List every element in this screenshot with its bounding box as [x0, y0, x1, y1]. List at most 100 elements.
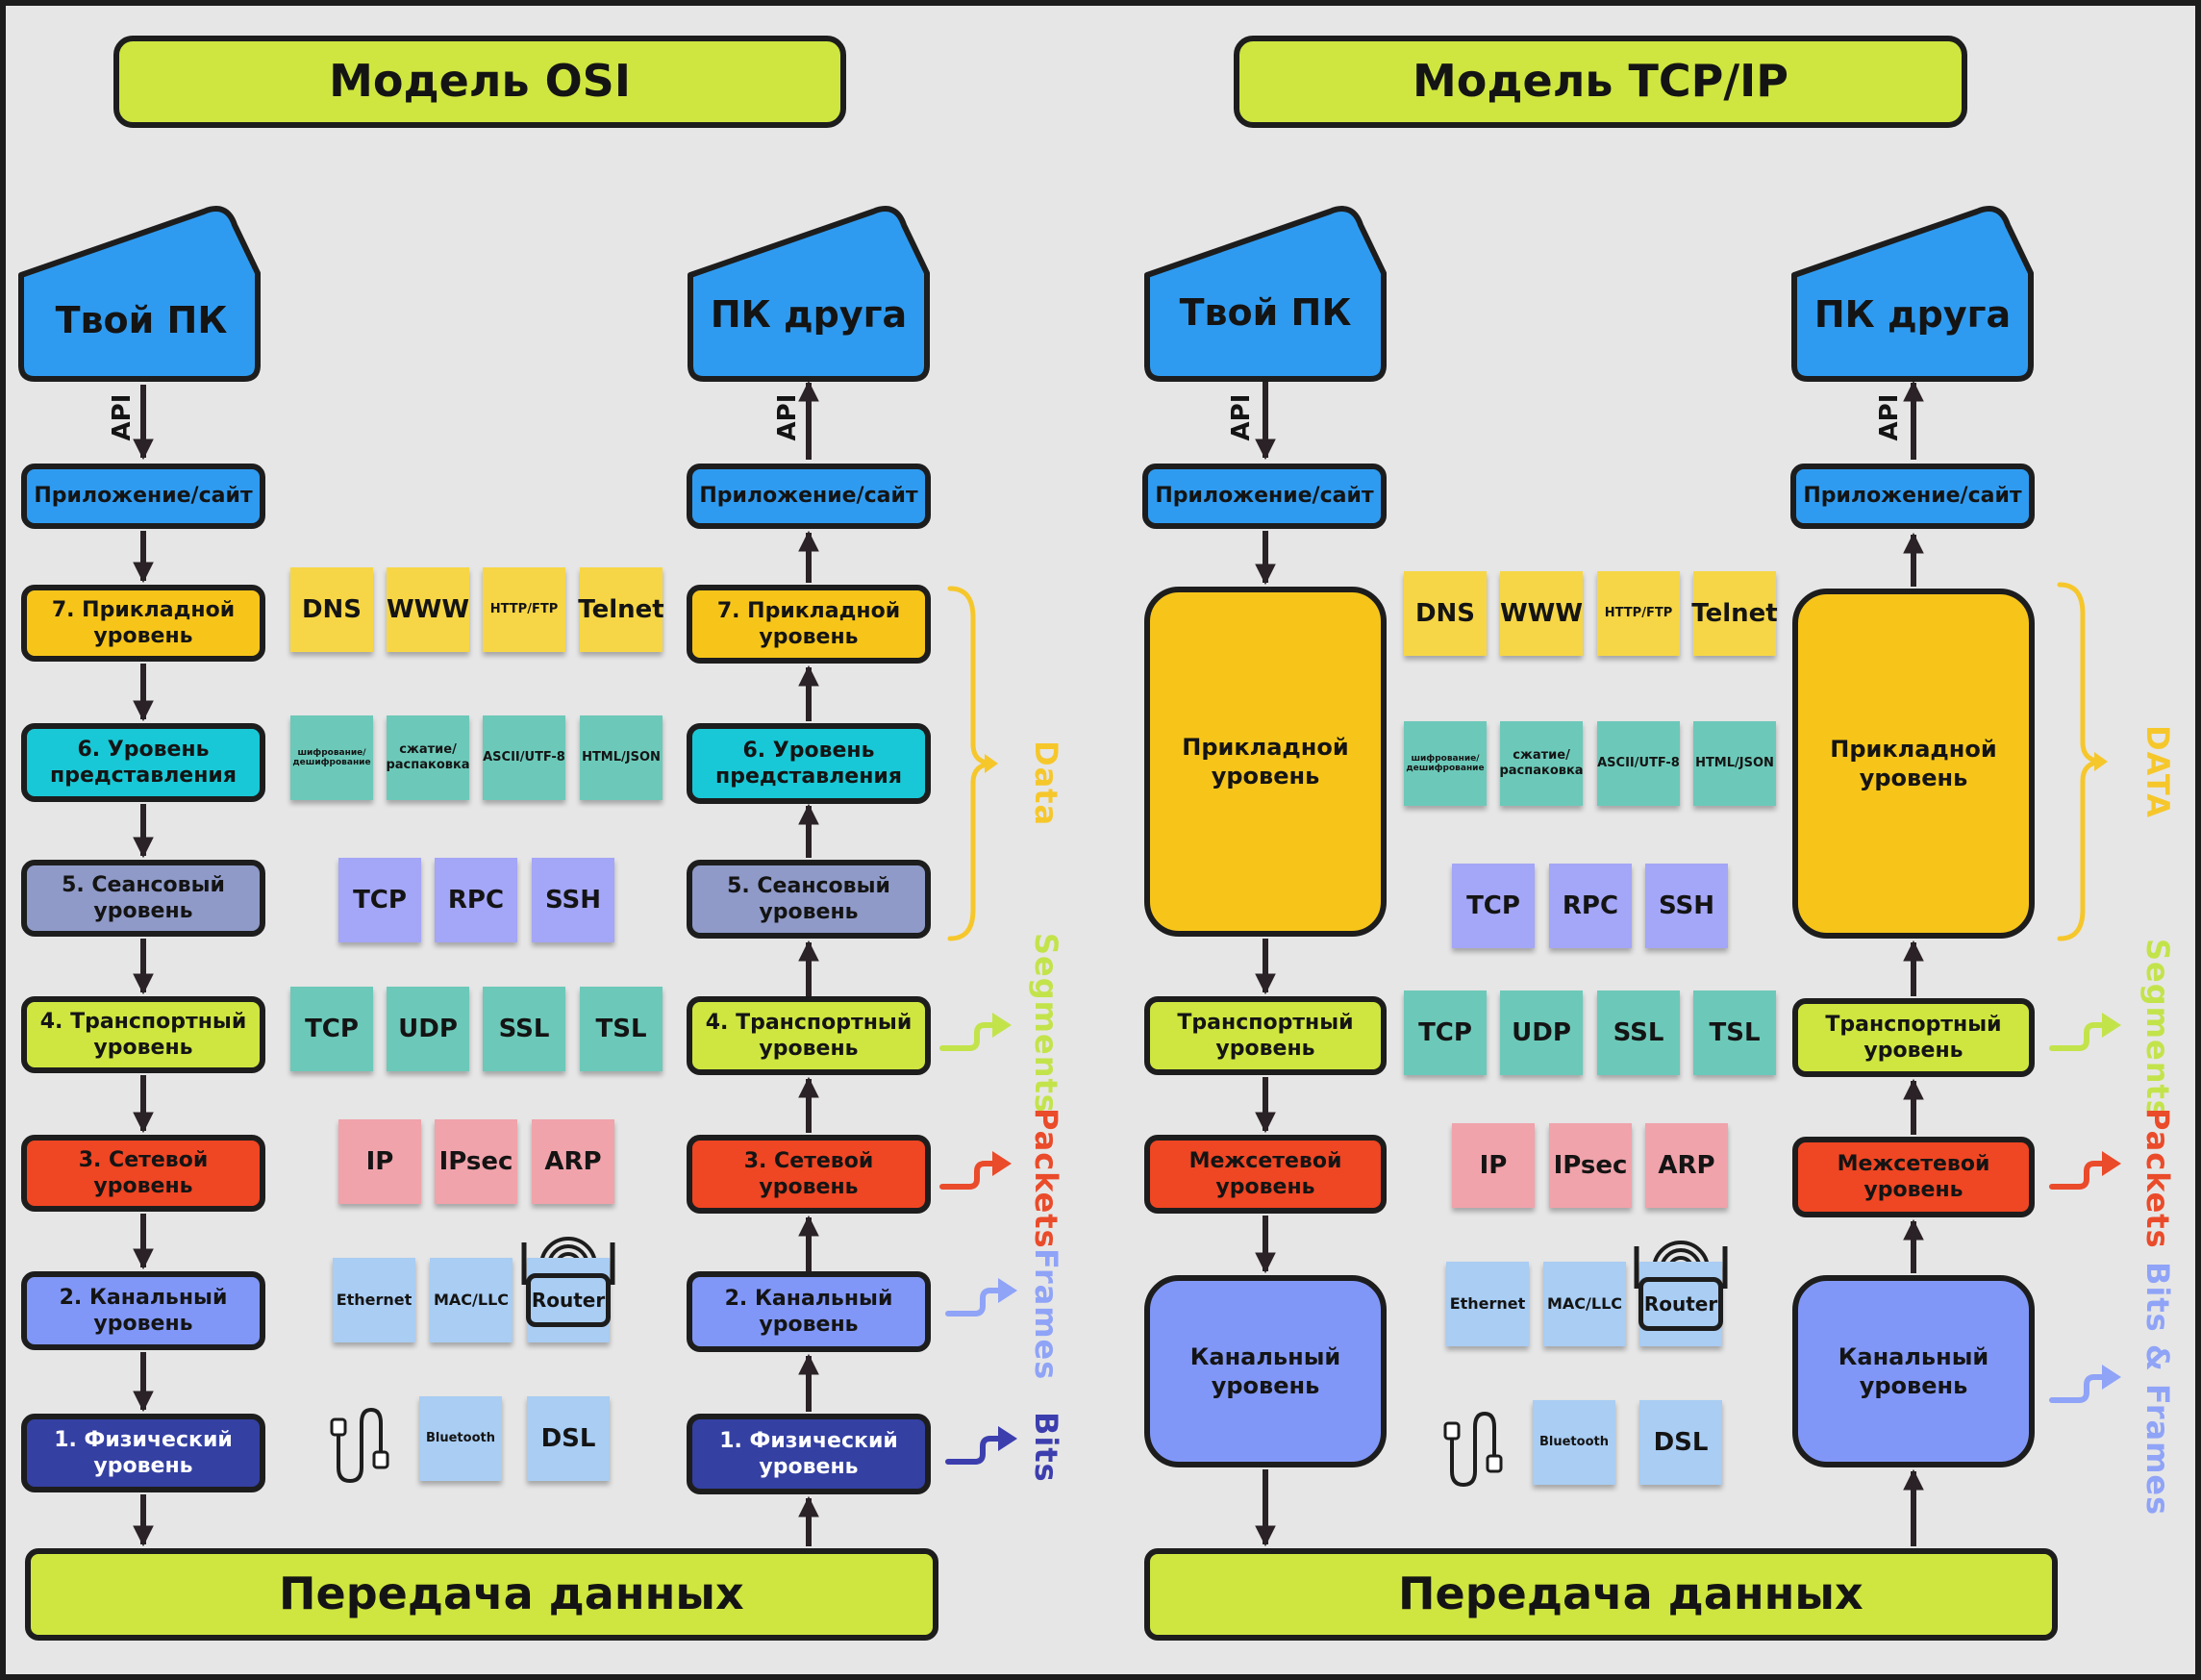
osi-friend-layer-1: 1. Физический уровень [687, 1414, 931, 1494]
osi-sticky-ssl: SSL [483, 987, 565, 1071]
tcp-cable-icon [1443, 1411, 1503, 1488]
osi-pdu-frames-label: Frames [1028, 1248, 1064, 1381]
osi-my-layer-7: 7. Прикладной уровень [21, 585, 265, 662]
osi-sticky-dns: DNS [290, 567, 373, 652]
tcp-friend-internet-layer: Межсетевой уровень [1792, 1137, 2035, 1217]
tcp-router-label: Router [1643, 1291, 1718, 1316]
tcp-my-transport-layer: Транспортный уровень [1144, 996, 1387, 1075]
tcp-sticky-telnet: Telnet [1691, 571, 1778, 656]
osi-sticky-ipsec: IPsec [435, 1119, 517, 1204]
osi-sticky-tcp-session: TCP [338, 858, 421, 942]
tcp-packets-elbow-arrow-head [2102, 1151, 2121, 1176]
osi-segments-elbow-arrow [939, 1022, 997, 1051]
tcp-my-api-label: API [1226, 393, 1256, 441]
osi-sticky-rpc: RPC [435, 858, 517, 942]
tcp-sticky-ipsec: IPsec [1549, 1123, 1632, 1208]
osi-my-app-box: Приложение/сайт [21, 464, 265, 529]
tcp-friend-api-label: API [1874, 393, 1904, 441]
osi-sticky-tsl: TSL [580, 987, 663, 1071]
osi-router-label: Router [531, 1288, 606, 1312]
tcp-segments-elbow-arrow [2049, 1022, 2107, 1051]
tcp-pdu-data-label: DATA [2139, 725, 2176, 818]
osi-bits-elbow-arrow-head [998, 1426, 1017, 1451]
osi-pdu-segments-label: Segments [1028, 933, 1064, 1114]
tcp-router-decor-wave-3 [1652, 1241, 1710, 1270]
osi-data-transfer-label: Передача данных [279, 1567, 744, 1620]
osi-sticky-ascii-utf8: ASCII/UTF-8 [483, 715, 565, 800]
tcp-pdu-packets-label: Packets [2139, 1108, 2176, 1249]
tcp-sticky-http-ftp: HTTP/FTP [1597, 571, 1680, 656]
osi-data-transfer-bar: Передача данных [25, 1548, 938, 1641]
tcp-pdu-bits-frames-label: Bits & Frames [2139, 1262, 2176, 1517]
osi-router-icon: Router [526, 1273, 611, 1327]
osi-friend-layer-2: 2. Канальный уровень [687, 1271, 931, 1352]
osi-my-api-label: API [107, 393, 137, 441]
osi-title: Модель OSI [113, 36, 846, 128]
osi-cable-icon-plug-a [330, 1417, 347, 1437]
osi-frames-elbow-arrow [945, 1288, 1003, 1316]
tcp-sticky-tcp-session: TCP [1452, 864, 1535, 948]
osi-cable-icon-plug-b [372, 1450, 389, 1469]
osi-sticky-ssh: SSH [532, 858, 614, 942]
tcp-friend-pc-label: ПК друга [1813, 293, 2012, 337]
osi-data-brace-tip [985, 754, 998, 773]
tcp-my-pc-body [1144, 206, 1387, 382]
osi-packets-elbow-arrow-head [992, 1151, 1012, 1176]
tcp-sticky-dns: DNS [1404, 571, 1487, 656]
osi-sticky-udp: UDP [387, 987, 469, 1071]
osi-friend-layer-5: 5. Сеансовый уровень [687, 860, 931, 939]
tcp-sticky-ascii-utf8: ASCII/UTF-8 [1597, 721, 1680, 806]
tcp-cable-icon-plug-a [1443, 1421, 1461, 1441]
tcp-data-transfer-bar: Передача данных [1144, 1548, 2058, 1641]
osi-sticky-www: WWW [387, 567, 469, 652]
osi-packets-elbow-arrow [939, 1161, 997, 1190]
osi-sticky-bluetooth: Bluetooth [419, 1396, 502, 1481]
tcpip-title: Модель TCP/IP [1234, 36, 1967, 128]
osi-cable-icon [330, 1407, 389, 1484]
osi-frames-elbow-arrow-head [998, 1278, 1017, 1303]
osi-sticky-html-json: HTML/JSON [580, 715, 663, 800]
tcp-sticky-ssh: SSH [1645, 864, 1728, 948]
tcp-friend-link-layer: Канальный уровень [1792, 1275, 2035, 1467]
osi-friend-layer-6: 6. Уровень представления [687, 723, 931, 804]
tcp-router-icon: Router [1638, 1277, 1723, 1331]
tcp-my-internet-layer: Межсетевой уровень [1144, 1135, 1387, 1214]
osi-sticky-ip: IP [338, 1119, 421, 1204]
osi-my-layer-2: 2. Канальный уровень [21, 1271, 265, 1350]
osi-friend-app-box: Приложение/сайт [687, 464, 931, 529]
tcp-sticky-html-json: HTML/JSON [1693, 721, 1776, 806]
osi-my-pc-label: Твой ПК [55, 299, 228, 342]
tcp-sticky-tsl: TSL [1693, 990, 1776, 1075]
osi-sticky-arp: ARP [532, 1119, 614, 1204]
tcp-friend-pc-body [1791, 206, 2034, 382]
osi-my-layer-3: 3. Сетевой уровень [21, 1135, 265, 1212]
tcp-my-app-box: Приложение/сайт [1142, 464, 1387, 529]
tcp-bits-frames-elbow-arrow [2049, 1374, 2107, 1403]
tcp-sticky-compression: сжатие/ распаковка [1499, 721, 1584, 806]
tcp-friend-application-layer: Прикладной уровень [1792, 589, 2035, 939]
tcp-data-transfer-label: Передача данных [1398, 1567, 1863, 1620]
osi-sticky-encryption: шифрование/ дешифрование [290, 715, 373, 800]
tcp-sticky-encryption: шифрование/ дешифрование [1404, 721, 1487, 806]
tcp-sticky-ethernet: Ethernet [1446, 1262, 1529, 1346]
osi-my-layer-6: 6. Уровень представления [21, 723, 265, 802]
tcp-sticky-ssl: SSL [1597, 990, 1680, 1075]
osi-pdu-data-label: Data [1028, 740, 1064, 827]
tcp-pdu-segments-label: Segments [2139, 939, 2176, 1119]
tcp-sticky-mac-llc: MAC/LLC [1543, 1262, 1626, 1346]
tcp-sticky-www: WWW [1500, 571, 1583, 656]
osi-sticky-dsl: DSL [527, 1396, 610, 1481]
tcp-cable-icon-wire [1450, 1411, 1496, 1488]
tcp-my-pc-label: Твой ПК [1179, 291, 1352, 335]
tcp-sticky-rpc: RPC [1549, 864, 1632, 948]
osi-sticky-ethernet: Ethernet [333, 1258, 415, 1342]
osi-friend-layer-3: 3. Сетевой уровень [687, 1135, 931, 1214]
osi-sticky-tcp: TCP [290, 987, 373, 1071]
tcp-packets-elbow-arrow [2049, 1161, 2107, 1190]
osi-my-pc-body [18, 206, 261, 382]
tcp-sticky-bluetooth: Bluetooth [1533, 1400, 1615, 1485]
osi-friend-layer-4: 4. Транспортный уровень [687, 996, 931, 1075]
osi-segments-elbow-arrow-head [992, 1013, 1012, 1038]
tcp-friend-app-box: Приложение/сайт [1790, 464, 2035, 529]
